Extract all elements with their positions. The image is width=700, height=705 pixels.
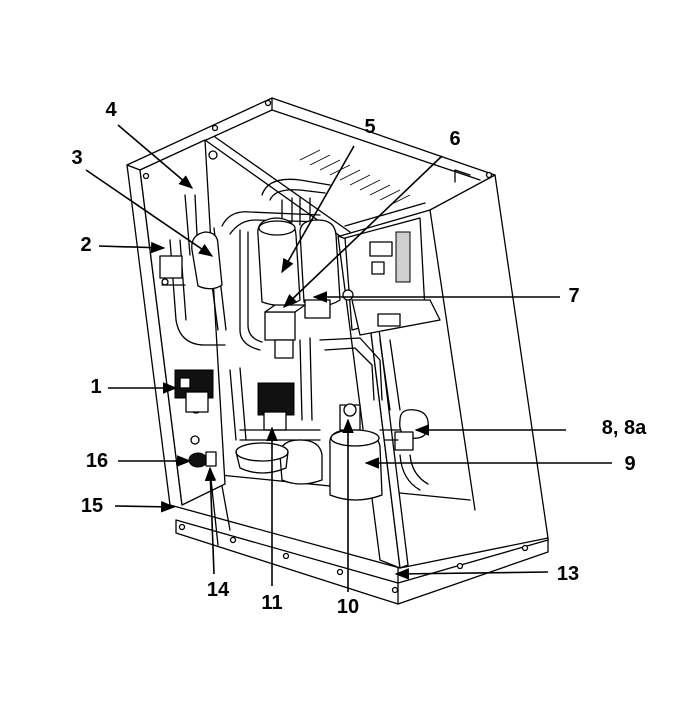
callouts: 1 2 3 4 5 6 7 8, 8a 9 10 11 13 1 xyxy=(71,99,647,618)
callout-arrow-13 xyxy=(394,568,549,580)
callout-label-4: 4 xyxy=(105,99,117,121)
callout-label-3: 3 xyxy=(71,147,82,169)
callout-arrow-14 xyxy=(204,466,217,575)
callout-arrow-2 xyxy=(98,241,166,254)
callout-label-15: 15 xyxy=(81,495,103,517)
callout-label-9: 9 xyxy=(624,453,635,475)
callout-arrow-4 xyxy=(117,124,194,189)
callout-arrow-5 xyxy=(281,145,355,274)
callout-label-1: 1 xyxy=(90,376,101,398)
callout-arrow-15 xyxy=(114,501,176,513)
callout-label-6: 6 xyxy=(449,128,460,150)
callout-label-8-8a: 8, 8a xyxy=(602,417,647,439)
callout-label-16: 16 xyxy=(86,450,108,472)
callout-label-5: 5 xyxy=(364,116,375,138)
callout-label-13: 13 xyxy=(557,563,579,585)
callout-label-14: 14 xyxy=(207,579,230,601)
callout-label-11: 11 xyxy=(261,592,282,614)
callout-arrow-3 xyxy=(85,169,214,257)
callout-label-2: 2 xyxy=(80,234,91,256)
callout-arrow-6 xyxy=(282,155,443,308)
callout-label-10: 10 xyxy=(337,596,359,618)
callout-label-7: 7 xyxy=(568,285,579,307)
